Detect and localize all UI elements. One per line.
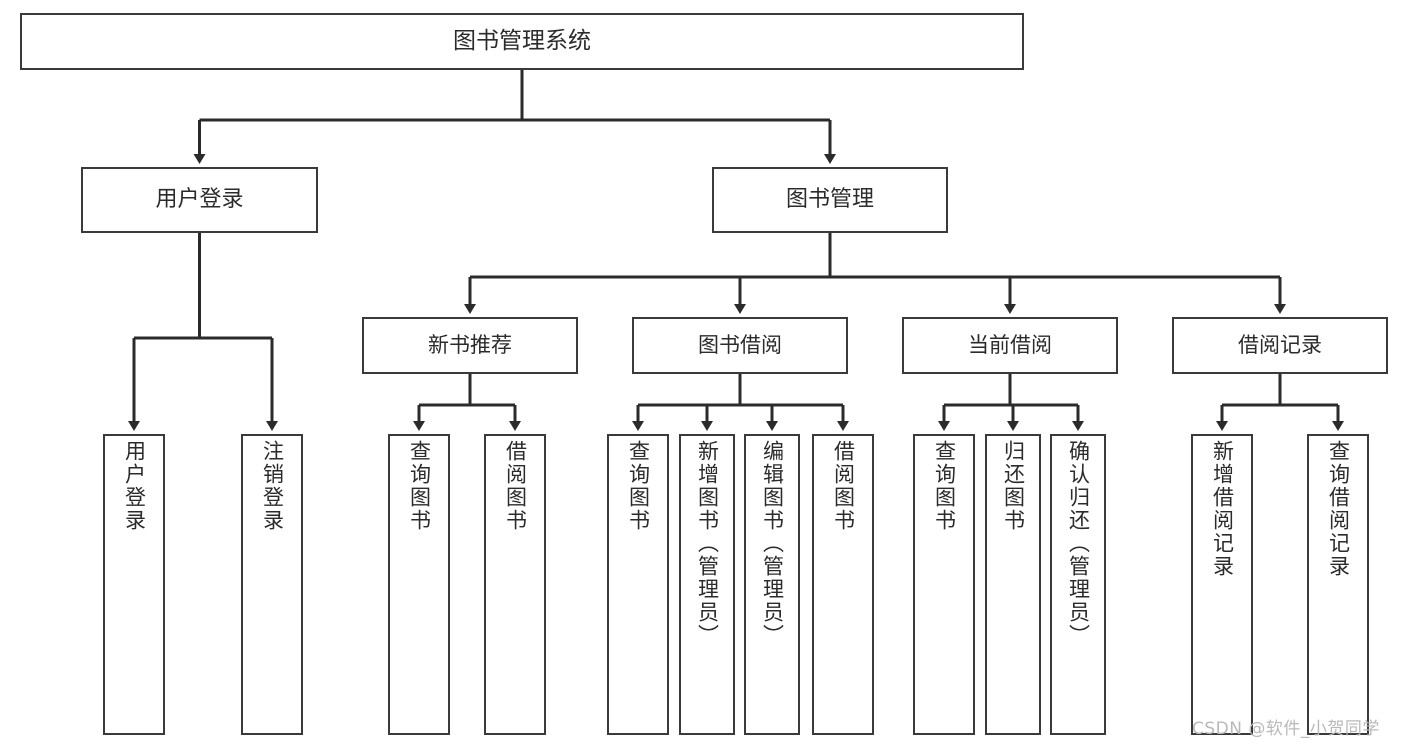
node-label: 借阅图书 bbox=[831, 440, 856, 532]
node-l3a[interactable]: 新书推荐 bbox=[362, 317, 578, 374]
node-f2[interactable]: 注销登录 bbox=[241, 434, 303, 735]
node-f9[interactable]: 查询图书 bbox=[913, 434, 975, 735]
node-label: 图书管理 bbox=[785, 187, 874, 213]
node-label: 用户登录 bbox=[122, 440, 147, 532]
node-l3c[interactable]: 当前借阅 bbox=[902, 317, 1118, 374]
node-label: 查询图书 bbox=[626, 440, 651, 532]
node-label: 借阅图书 bbox=[503, 440, 528, 532]
node-f5[interactable]: 查询图书 bbox=[607, 434, 669, 735]
node-l2a[interactable]: 用户登录 bbox=[81, 167, 318, 233]
node-f12[interactable]: 新增借阅记录 bbox=[1191, 434, 1253, 735]
node-f11[interactable]: 确认归还（管理员） bbox=[1050, 434, 1106, 735]
node-label: 借阅记录 bbox=[1238, 333, 1322, 358]
node-label: 归还图书 bbox=[1001, 440, 1026, 532]
node-f1[interactable]: 用户登录 bbox=[103, 434, 165, 735]
node-f10[interactable]: 归还图书 bbox=[985, 434, 1041, 735]
node-label: 图书借阅 bbox=[698, 333, 782, 358]
node-f7[interactable]: 编辑图书（管理员） bbox=[744, 434, 800, 735]
node-l3b[interactable]: 图书借阅 bbox=[632, 317, 848, 374]
node-f3[interactable]: 查询图书 bbox=[388, 434, 450, 735]
node-label: 查询图书 bbox=[407, 440, 432, 532]
node-l3d[interactable]: 借阅记录 bbox=[1172, 317, 1388, 374]
node-label: 新增借阅记录 bbox=[1210, 440, 1235, 578]
watermark-text: CSDN @软件_小贺同学 bbox=[1192, 719, 1380, 739]
node-root[interactable]: 图书管理系统 bbox=[20, 13, 1024, 70]
node-label: 新增图书（管理员） bbox=[695, 440, 720, 647]
node-f13[interactable]: 查询借阅记录 bbox=[1307, 434, 1369, 735]
node-label: 查询借阅记录 bbox=[1326, 440, 1351, 578]
node-f8[interactable]: 借阅图书 bbox=[812, 434, 874, 735]
node-label: 编辑图书（管理员） bbox=[760, 440, 785, 647]
node-label: 注销登录 bbox=[260, 440, 285, 532]
node-label: 确认归还（管理员） bbox=[1066, 440, 1091, 647]
node-label: 新书推荐 bbox=[428, 333, 512, 358]
node-f6[interactable]: 新增图书（管理员） bbox=[679, 434, 735, 735]
node-label: 用户登录 bbox=[155, 187, 244, 213]
node-f4[interactable]: 借阅图书 bbox=[484, 434, 546, 735]
node-label: 查询图书 bbox=[932, 440, 957, 532]
node-l2b[interactable]: 图书管理 bbox=[712, 167, 948, 233]
node-label: 当前借阅 bbox=[968, 333, 1052, 358]
node-label: 图书管理系统 bbox=[453, 27, 591, 54]
